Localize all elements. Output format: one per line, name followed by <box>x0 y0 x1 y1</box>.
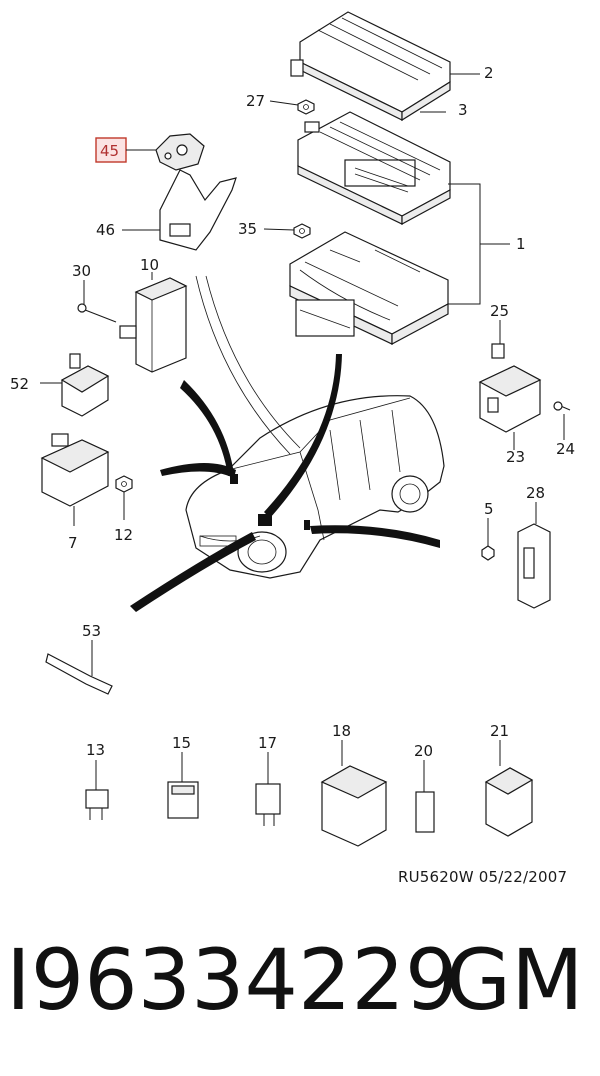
relay-17 <box>255 752 281 826</box>
brand-name: GM <box>446 931 584 1029</box>
relay-23 <box>478 365 542 450</box>
module-7 <box>40 433 110 526</box>
nut-27 <box>269 99 315 115</box>
callout-30: 30 <box>72 262 91 280</box>
relay-box-10 <box>119 272 188 373</box>
callout-13: 13 <box>86 741 105 759</box>
callout-24: 24 <box>556 440 575 458</box>
callout-25: 25 <box>490 302 509 320</box>
callout-35: 35 <box>238 220 257 238</box>
fuse-15 <box>167 752 199 819</box>
nut-35 <box>263 223 311 239</box>
bolt-30 <box>77 280 117 323</box>
bracket-46 <box>122 169 237 251</box>
relay-52 <box>40 353 110 417</box>
harness-53 <box>45 640 113 695</box>
callout-3: 3 <box>458 101 468 119</box>
callout-52: 52 <box>10 375 29 393</box>
callout-28: 28 <box>526 484 545 502</box>
fusebox-tray <box>289 183 510 346</box>
callout-10: 10 <box>140 256 159 274</box>
connector-20 <box>415 760 435 833</box>
parts-diagram: 2 27 3 45 46 35 1 30 10 25 52 23 24 28 5… <box>10 11 575 847</box>
callout-1: 1 <box>516 235 526 253</box>
callout-labels: 2 27 3 45 46 35 1 30 10 25 52 23 24 28 5… <box>10 64 575 760</box>
bracket-45 <box>95 133 205 171</box>
diagram-reference: RU5620W 05/22/2007 <box>398 868 568 886</box>
nut-12 <box>115 475 133 520</box>
callout-53: 53 <box>82 622 101 640</box>
bracket-28 <box>517 502 551 609</box>
clip-25 <box>491 320 505 359</box>
fuse-13 <box>85 760 109 820</box>
vehicle-illustration <box>130 275 445 612</box>
callout-2: 2 <box>484 64 494 82</box>
callout-12: 12 <box>114 526 133 544</box>
fuse-block <box>297 111 480 226</box>
screw-24 <box>553 401 571 440</box>
part-number: I96334229 <box>6 931 459 1029</box>
nut-5 <box>481 518 495 561</box>
callout-20: 20 <box>414 742 433 760</box>
callout-7: 7 <box>68 534 78 552</box>
callout-21: 21 <box>490 722 509 740</box>
callout-45: 45 <box>100 142 119 160</box>
callout-27: 27 <box>246 92 265 110</box>
callout-23: 23 <box>506 448 525 466</box>
relay-18 <box>320 740 388 847</box>
relay-21 <box>484 740 534 837</box>
callout-46: 46 <box>96 221 115 239</box>
callout-17: 17 <box>258 734 277 752</box>
callout-5: 5 <box>484 500 494 518</box>
fusebox-cover <box>290 11 480 122</box>
callout-15: 15 <box>172 734 191 752</box>
callout-18: 18 <box>332 722 351 740</box>
